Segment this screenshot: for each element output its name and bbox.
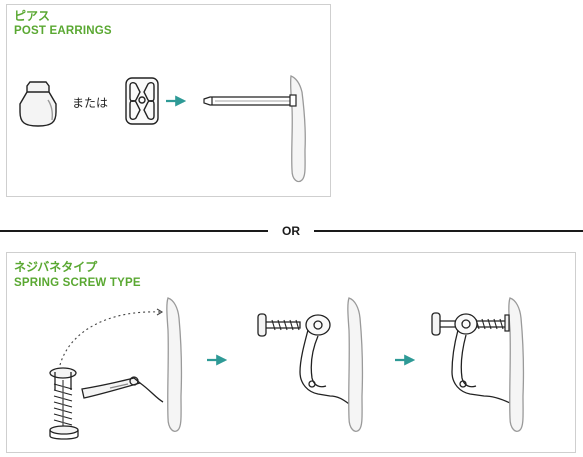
screw-spring-clip-icon	[431, 312, 513, 405]
divider-label: OR	[282, 224, 300, 238]
or-divider: OR	[0, 223, 583, 239]
earlobe-icon	[166, 297, 183, 433]
divider-line-left	[0, 230, 268, 232]
screw-spring-clip-icon	[257, 313, 353, 407]
clip-pad	[504, 314, 510, 332]
spring-screw-panel	[6, 252, 576, 453]
post-earrings-title-jp: ピアス	[14, 9, 51, 23]
earlobe-icon	[508, 297, 525, 433]
motion-arrowhead	[156, 308, 164, 316]
screw-spring-clip-icon	[49, 367, 164, 440]
post-earrings-title-en: POST EARRINGS	[14, 25, 112, 37]
earring-back-icon	[19, 81, 57, 127]
or-label-jp: または	[72, 96, 109, 110]
earlobe-icon	[347, 297, 364, 433]
spring-screw-title-jp: ネジバネタイプ	[14, 260, 98, 274]
motion-path	[59, 311, 161, 366]
earring-post-icon	[203, 96, 297, 106]
earlobe-icon	[289, 75, 306, 183]
divider-line-right	[314, 230, 583, 232]
spring-screw-title-en: SPRING SCREW TYPE	[14, 277, 141, 289]
butterfly-clutch-icon	[125, 77, 159, 125]
